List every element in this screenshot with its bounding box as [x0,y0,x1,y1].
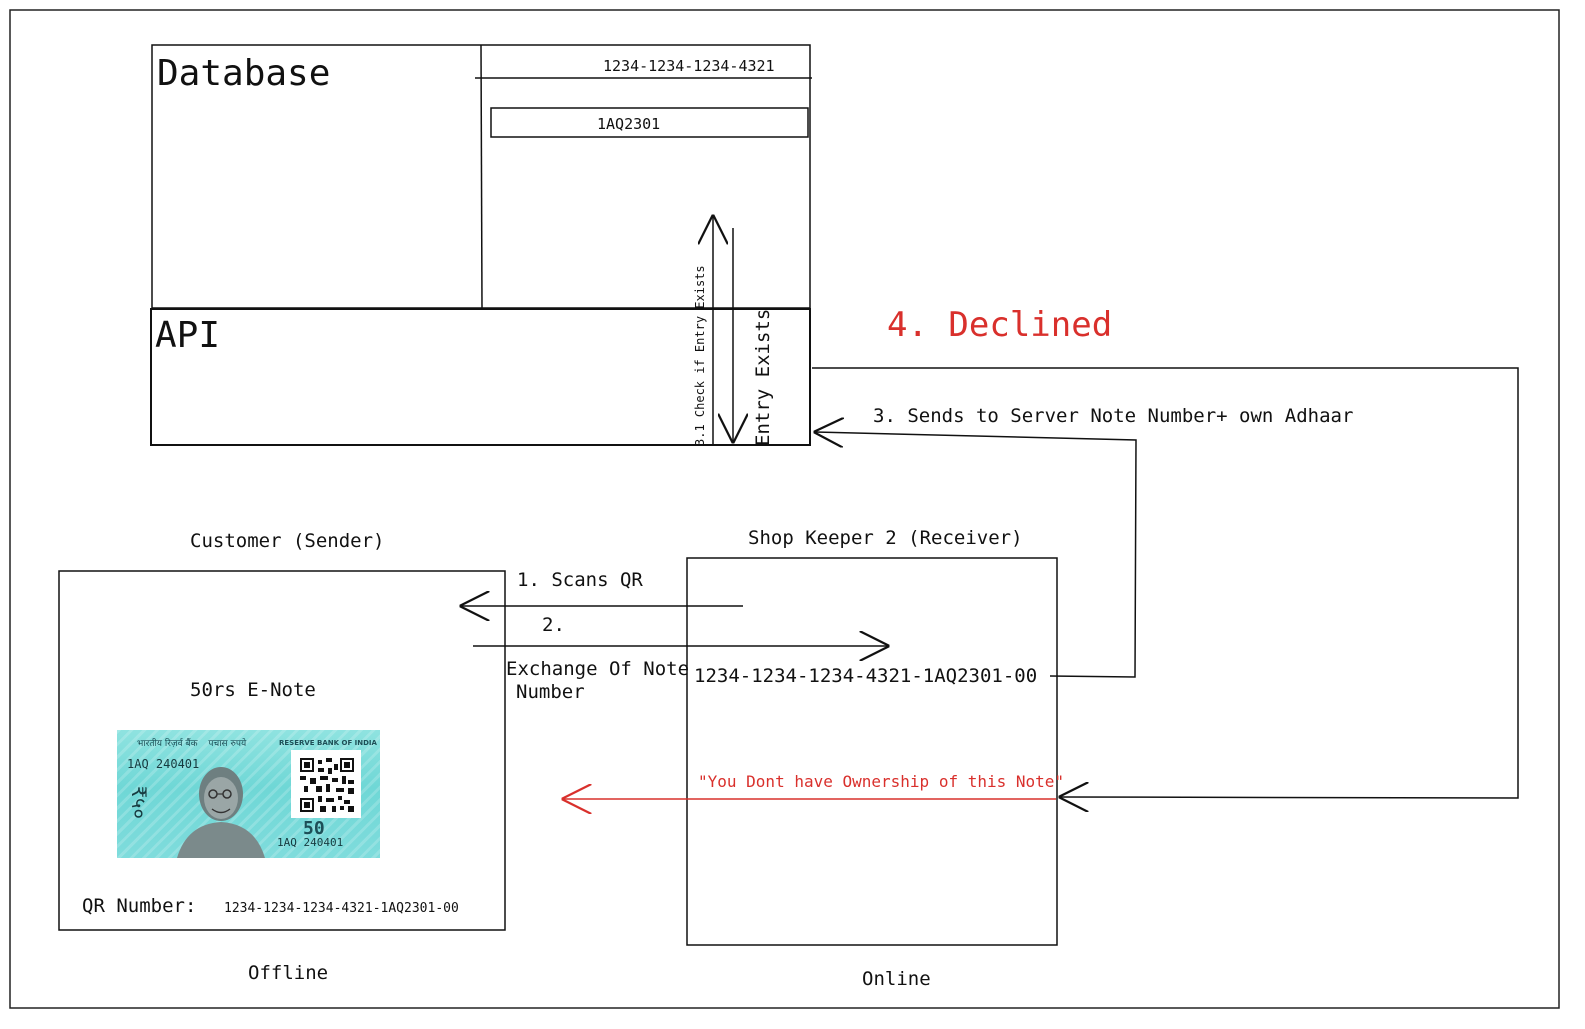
entry-exists-label: Entry Exists [752,308,774,446]
database-note-cell [490,107,809,138]
portrait-icon [177,767,265,858]
database-card-value: 1234-1234-1234-4321 [603,57,775,75]
banknote-denomination: 50 [303,818,325,839]
api-box [150,308,811,446]
customer-title: Customer (Sender) [190,530,385,552]
database-divider [480,44,483,309]
shopkeeper-title: Shop Keeper 2 (Receiver) [748,527,1023,549]
shopkeeper-box [686,557,1058,946]
online-label: Online [862,968,931,990]
outer-frame [9,9,1560,1009]
server-request-label: 3. Sends to Server Note Number+ own Adha… [873,405,1354,427]
offline-label: Offline [248,962,329,984]
declined-label: 4. Declined [887,305,1113,345]
qr-number-label: QR Number: [82,895,197,917]
step2-description-line2: Number [516,681,585,703]
enote-title: 50rs E-Note [190,679,316,701]
shopkeeper-note-number: 1234-1234-1234-4321-1AQ2301-00 [694,665,1038,687]
banknote-serial-top: 1AQ 240401 [127,757,200,771]
customer-box [58,570,506,931]
banknote-issuer-english: RESERVE BANK OF INDIA [279,739,377,747]
qr-code-icon [300,758,354,812]
banknote-issuer-hindi-text: भारतीय रिज़र्व बैंक [137,739,198,749]
banknote-rupee-symbol: ₹५० [127,786,151,819]
step2-description-line1: Exchange Of Note [506,658,690,680]
api-title: API [155,315,221,356]
declined-arrow [812,367,1519,798]
database-note-value: 1AQ2301 [597,115,661,133]
database-title: Database [157,53,331,94]
banknote-issuer-hindi: भारतीय रिज़र्व बैंक पचास रुपये [137,736,246,749]
check-entry-label: 3.1 Check if Entry Exists [693,265,707,446]
server-request-arrow [815,432,1137,678]
step2-label: 2. [542,614,565,636]
banknote-serial-bottom: 1AQ 240401 [277,836,344,849]
banknote-image: भारतीय रिज़र्व बैंक पचास रुपये RESERVE B… [117,730,380,858]
step1-label: 1. Scans QR [517,569,643,591]
ownership-error-message: "You Dont have Ownership of this Note" [698,772,1065,791]
banknote-denomination-hindi: पचास रुपये [208,739,247,749]
qr-number-value: 1234-1234-1234-4321-1AQ2301-00 [224,901,459,916]
